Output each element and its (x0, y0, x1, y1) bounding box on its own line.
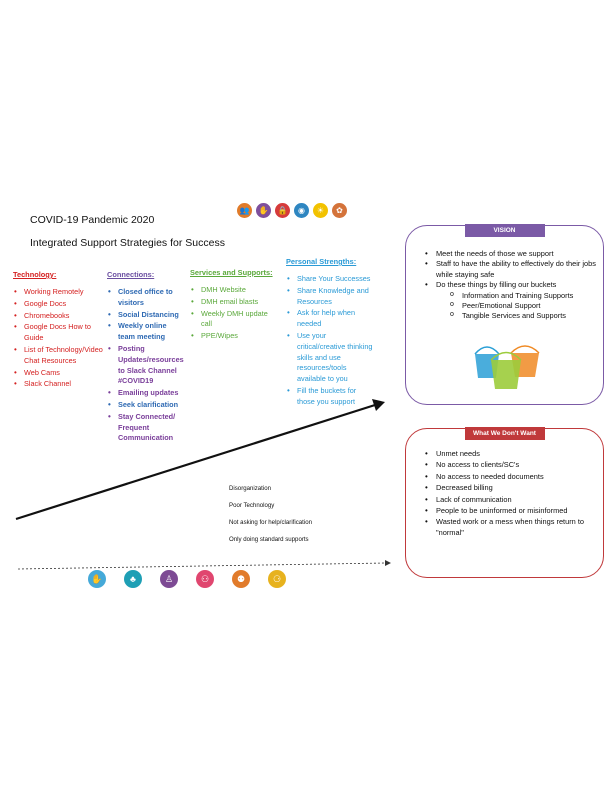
obstacle-item: Not asking for help/clarification (229, 519, 312, 526)
vision-box: VISION Meet the needs of those we suppor… (405, 224, 604, 405)
list-item: Fill the buckets for those you support (286, 386, 374, 408)
vision-sub-list: Information and Training SupportsPeer/Em… (450, 290, 600, 322)
list-item: Google Docs (13, 299, 103, 310)
walking-person-icon: ♙ (160, 570, 178, 588)
vision-item: Meet the needs of those we support (422, 249, 600, 260)
list-item: Emailing updates (107, 388, 185, 399)
shield-icon: ◉ (294, 203, 309, 218)
community-icon: ♣ (124, 570, 142, 588)
dont-want-list: Unmet needsNo access to clients/SC'sNo a… (422, 449, 600, 539)
obstacle-item: Disorganization (229, 485, 272, 492)
list-item: Stay Connected/ Frequent Communication (107, 412, 185, 444)
list-item: Slack Channel (13, 379, 103, 390)
arrow-shaft (15, 403, 376, 521)
vision-heading: VISION (464, 224, 545, 237)
dont-want-item: Lack of communication (422, 495, 600, 506)
group-icon: ⚇ (196, 570, 214, 588)
dont-want-item: Unmet needs (422, 449, 600, 460)
list-item: DMH email blasts (190, 297, 280, 308)
lock-icon: 🔒 (275, 203, 290, 218)
vision-sub-item: Peer/Emotional Support (450, 300, 600, 311)
hand-icon: ✋ (256, 203, 271, 218)
personal-strengths-heading: Personal Strengths: (286, 257, 357, 266)
personal-strengths-column: Personal Strengths: Share Your Successes… (286, 257, 374, 409)
services-column: Services and Supports: DMH WebsiteDMH em… (190, 268, 280, 343)
dotted-arrow-head (385, 560, 391, 566)
list-item: Web Cams (13, 368, 103, 379)
vision-item-text: Do these things by filling our buckets (436, 280, 557, 290)
list-item: Posting Updates/resources to Slack Chann… (107, 344, 185, 387)
obstacle-item: Only doing standard supports (229, 536, 309, 543)
couple-icon: ⚆ (268, 570, 286, 588)
vision-sub-item: Tangible Services and Supports (450, 310, 600, 321)
list-item: Social Distancing (107, 310, 185, 321)
list-item: List of Technology/Video Chat Resources (13, 345, 103, 367)
list-item: Share Knowledge and Resources (286, 286, 374, 308)
dont-want-heading: What We Don't Want (464, 427, 545, 440)
services-heading: Services and Supports: (190, 268, 273, 277)
list-item: Google Docs How to Guide (13, 322, 103, 344)
list-item: Chromebooks (13, 311, 103, 322)
people-icon: 👥 (237, 203, 252, 218)
technology-column: Technology: Working RemotelyGoogle DocsC… (13, 270, 103, 391)
vision-list: Meet the needs of those we supportStaff … (422, 249, 600, 322)
family-icon: ⚉ (232, 570, 250, 588)
connections-column: Connections: Closed office to visitorsSo… (107, 270, 185, 445)
dont-want-box: What We Don't Want Unmet needsNo access … (405, 427, 604, 578)
vision-item: Do these things by filling our bucketsIn… (422, 280, 600, 322)
page-title: COVID-19 Pandemic 2020 (30, 214, 155, 226)
list-item: PPE/Wipes (190, 331, 280, 342)
technology-heading: Technology: (13, 270, 57, 279)
dont-want-item: No access to needed documents (422, 472, 600, 483)
list-item: Closed office to visitors (107, 287, 185, 309)
sun-icon: ☀ (313, 203, 328, 218)
vision-item: Staff to have the ability to effectively… (422, 259, 600, 280)
obstacle-item: Poor Technology (229, 502, 275, 509)
list-item: Weekly DMH update call (190, 309, 280, 331)
list-item: Working Remotely (13, 287, 103, 298)
connections-heading: Connections: (107, 270, 155, 279)
list-item: Use your critical/creative thinking skil… (286, 331, 374, 385)
dont-want-item: People to be uninformed or misinformed (422, 506, 600, 517)
dont-want-item: Decreased billing (422, 483, 600, 494)
buckets-illustration (474, 345, 540, 389)
helping-hand-icon: ✋ (88, 570, 106, 588)
vision-item-text: Staff to have the ability to effectively… (436, 259, 596, 279)
arrow-head (372, 399, 385, 411)
dotted-timeline (17, 562, 387, 570)
vision-sub-item: Information and Training Supports (450, 290, 600, 301)
vision-item-text: Meet the needs of those we support (436, 249, 554, 258)
list-item: DMH Website (190, 285, 280, 296)
personal-strengths-list: Share Your SuccessesShare Knowledge and … (286, 274, 374, 408)
list-item: Weekly online team meeting (107, 321, 185, 343)
list-item: Share Your Successes (286, 274, 374, 285)
page-subtitle: Integrated Support Strategies for Succes… (30, 237, 225, 249)
technology-list: Working RemotelyGoogle DocsChromebooksGo… (13, 287, 103, 390)
list-item: Ask for help when needed (286, 308, 374, 330)
dont-want-item: Wasted work or a mess when things return… (422, 517, 600, 538)
bucket-green (490, 351, 522, 389)
dont-want-item: No access to clients/SC's (422, 460, 600, 471)
basket-icon: ✿ (332, 203, 347, 218)
connections-list: Closed office to visitorsSocial Distanci… (107, 287, 185, 444)
services-list: DMH WebsiteDMH email blastsWeekly DMH up… (190, 285, 280, 342)
list-item: Seek clarification (107, 400, 185, 411)
